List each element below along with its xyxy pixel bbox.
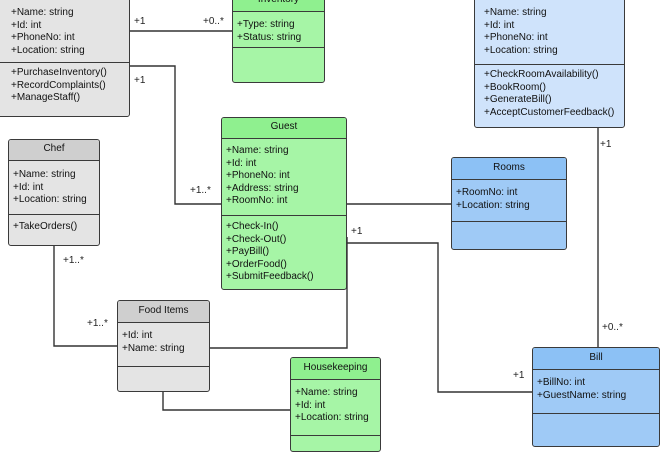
- attribute: +Location: string: [13, 194, 87, 205]
- housekeeping-methods: [291, 436, 380, 442]
- attribute: +Id: int: [122, 330, 153, 341]
- guest-methods: +Check-In() +Check-Out() +PayBill() +Ord…: [222, 216, 346, 287]
- multiplicity-label: +1..*: [63, 255, 84, 266]
- inventory-methods: [233, 48, 324, 54]
- attribute: +Id: int: [11, 19, 42, 31]
- attribute: +Name: string: [11, 7, 74, 18]
- attribute: +GuestName: string: [537, 389, 627, 401]
- line-staff-guest: [129, 65, 221, 205]
- bill-methods: [533, 414, 659, 420]
- method: +RecordComplaints(): [11, 79, 106, 91]
- attribute: +Name: string: [226, 145, 289, 156]
- class-food-items[interactable]: Food Items +Id: int +Name: string: [117, 300, 210, 392]
- hotel-methods: +CheckRoomAvailability() +BookRoom() +Ge…: [475, 65, 624, 122]
- class-rooms[interactable]: Rooms +RoomNo: int +Location: string: [451, 157, 567, 250]
- multiplicity-label: +0..*: [602, 322, 623, 333]
- chef-methods: +TakeOrders(): [9, 215, 99, 237]
- bill-attributes: +BillNo: int +GuestName: string: [533, 370, 659, 414]
- attribute: +Location: string: [11, 44, 85, 56]
- class-housekeeping[interactable]: Housekeeping +Name: string +Id: int +Loc…: [290, 357, 381, 452]
- multiplicity-label: +0..*: [203, 16, 224, 27]
- method: +PurchaseInventory(): [11, 67, 107, 78]
- class-name: Chef: [9, 140, 99, 161]
- line-food-housekeeping: [162, 392, 291, 411]
- class-name: Housekeeping: [291, 358, 380, 380]
- guest-attributes: +Name: string +Id: int +PhoneNo: int +Ad…: [222, 139, 346, 216]
- multiplicity-label: +1: [134, 75, 146, 86]
- chef-attributes: +Name: string +Id: int +Location: string: [9, 161, 99, 215]
- attribute: +RoomNo: int: [456, 187, 518, 198]
- housekeeping-attributes: +Name: string +Id: int +Location: string: [291, 380, 380, 436]
- class-chef[interactable]: Chef +Name: string +Id: int +Location: s…: [8, 139, 100, 246]
- attribute: +Id: int: [484, 19, 515, 31]
- attribute: +BillNo: int: [537, 377, 586, 388]
- class-name: Food Items: [118, 301, 209, 323]
- attribute: +PhoneNo: int: [484, 32, 548, 43]
- inventory-attributes: +Type: string +Status: string: [233, 12, 324, 48]
- attribute: +Type: string: [237, 19, 295, 30]
- method: +ManageStaff(): [11, 92, 81, 103]
- attribute: +Status: string: [237, 31, 302, 43]
- attribute: +PhoneNo: int: [11, 32, 75, 43]
- food-methods: [118, 367, 209, 373]
- hotel-attributes: +Name: string +Id: int +PhoneNo: int +Lo…: [475, 0, 624, 65]
- attribute: +Name: string: [13, 169, 76, 180]
- line-guest-bill: [347, 242, 532, 393]
- multiplicity-label: +1: [513, 370, 525, 381]
- class-name: Guest: [222, 118, 346, 139]
- method: +TakeOrders(): [13, 221, 78, 232]
- attribute: +Id: int: [295, 399, 326, 411]
- attribute: +PhoneNo: int: [226, 170, 290, 181]
- class-staff[interactable]: +Name: string +Id: int +PhoneNo: int +Lo…: [0, 0, 130, 117]
- food-attributes: +Id: int +Name: string: [118, 323, 209, 367]
- method: +SubmitFeedback(): [226, 271, 314, 282]
- multiplicity-label: +1: [351, 226, 363, 237]
- staff-attributes: +Name: string +Id: int +PhoneNo: int +Lo…: [0, 0, 129, 63]
- attribute: +RoomNo: int: [226, 195, 288, 206]
- class-bill[interactable]: Bill +BillNo: int +GuestName: string: [532, 347, 660, 447]
- method: +Check-Out(): [226, 233, 287, 245]
- line-guest-food: [210, 237, 348, 349]
- class-inventory[interactable]: Inventory +Type: string +Status: string: [232, 0, 325, 83]
- class-name: Rooms: [452, 158, 566, 180]
- multiplicity-label: +1: [134, 16, 146, 27]
- class-hotel[interactable]: +Name: string +Id: int +PhoneNo: int +Lo…: [474, 0, 625, 128]
- method: +GenerateBill(): [484, 94, 552, 105]
- method: +PayBill(): [226, 246, 270, 257]
- multiplicity-label: +1..*: [87, 318, 108, 329]
- class-guest[interactable]: Guest +Name: string +Id: int +PhoneNo: i…: [221, 117, 347, 290]
- attribute: +Name: string: [484, 7, 547, 18]
- method: +Check-In(): [226, 221, 279, 232]
- attribute: +Name: string: [122, 342, 185, 354]
- line-chef-food: [53, 246, 117, 347]
- attribute: +Name: string: [295, 387, 358, 398]
- attribute: +Id: int: [226, 157, 257, 169]
- class-name: Inventory: [233, 0, 324, 12]
- attribute: +Location: string: [295, 412, 369, 423]
- method: +OrderFood(): [226, 258, 287, 270]
- staff-methods: +PurchaseInventory() +RecordComplaints()…: [0, 63, 129, 108]
- attribute: +Location: string: [484, 44, 558, 56]
- method: +BookRoom(): [484, 81, 546, 93]
- association-lines: [53, 30, 599, 411]
- rooms-methods: [452, 222, 566, 228]
- multiplicity-label: +1..*: [190, 185, 211, 196]
- attribute: +Address: string: [226, 182, 299, 194]
- method: +CheckRoomAvailability(): [484, 69, 599, 80]
- attribute: +Location: string: [456, 199, 530, 211]
- multiplicity-label: +1: [600, 139, 612, 150]
- class-name: Bill: [533, 348, 659, 370]
- rooms-attributes: +RoomNo: int +Location: string: [452, 180, 566, 222]
- method: +AcceptCustomerFeedback(): [484, 106, 615, 118]
- attribute: +Id: int: [13, 181, 44, 193]
